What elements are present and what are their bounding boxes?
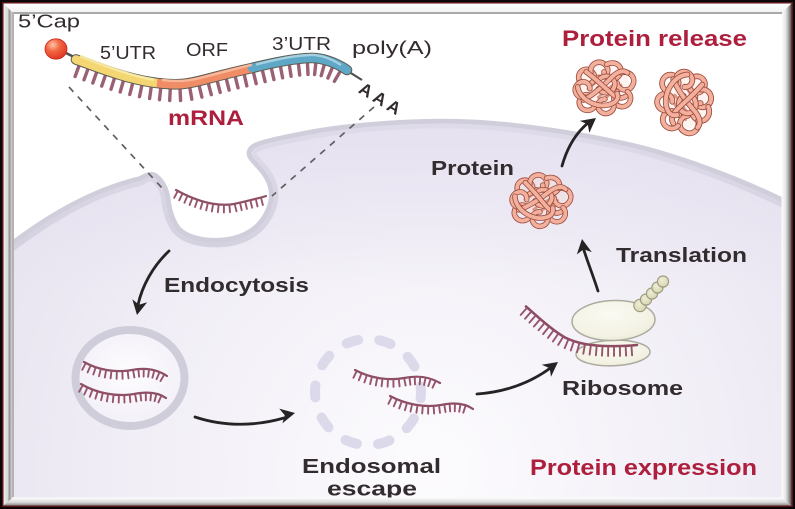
svg-text:Ribosome: Ribosome: [562, 378, 683, 400]
svg-text:Protein expression: Protein expression: [530, 455, 757, 480]
svg-text:Protein release: Protein release: [562, 26, 747, 51]
svg-text:5’Cap: 5’Cap: [18, 11, 80, 32]
svg-text:Protein: Protein: [431, 158, 514, 180]
svg-text:mRNA: mRNA: [168, 107, 244, 130]
svg-text:Translation: Translation: [616, 245, 747, 267]
svg-text:3’UTR: 3’UTR: [272, 34, 331, 54]
svg-text:Endosomal: Endosomal: [302, 456, 441, 478]
svg-text:Endocytosis: Endocytosis: [164, 275, 309, 297]
svg-text:ORF: ORF: [186, 40, 228, 60]
svg-text:escape: escape: [327, 479, 417, 501]
svg-text:5’UTR: 5’UTR: [100, 43, 156, 63]
svg-text:poly(A): poly(A): [352, 38, 432, 58]
